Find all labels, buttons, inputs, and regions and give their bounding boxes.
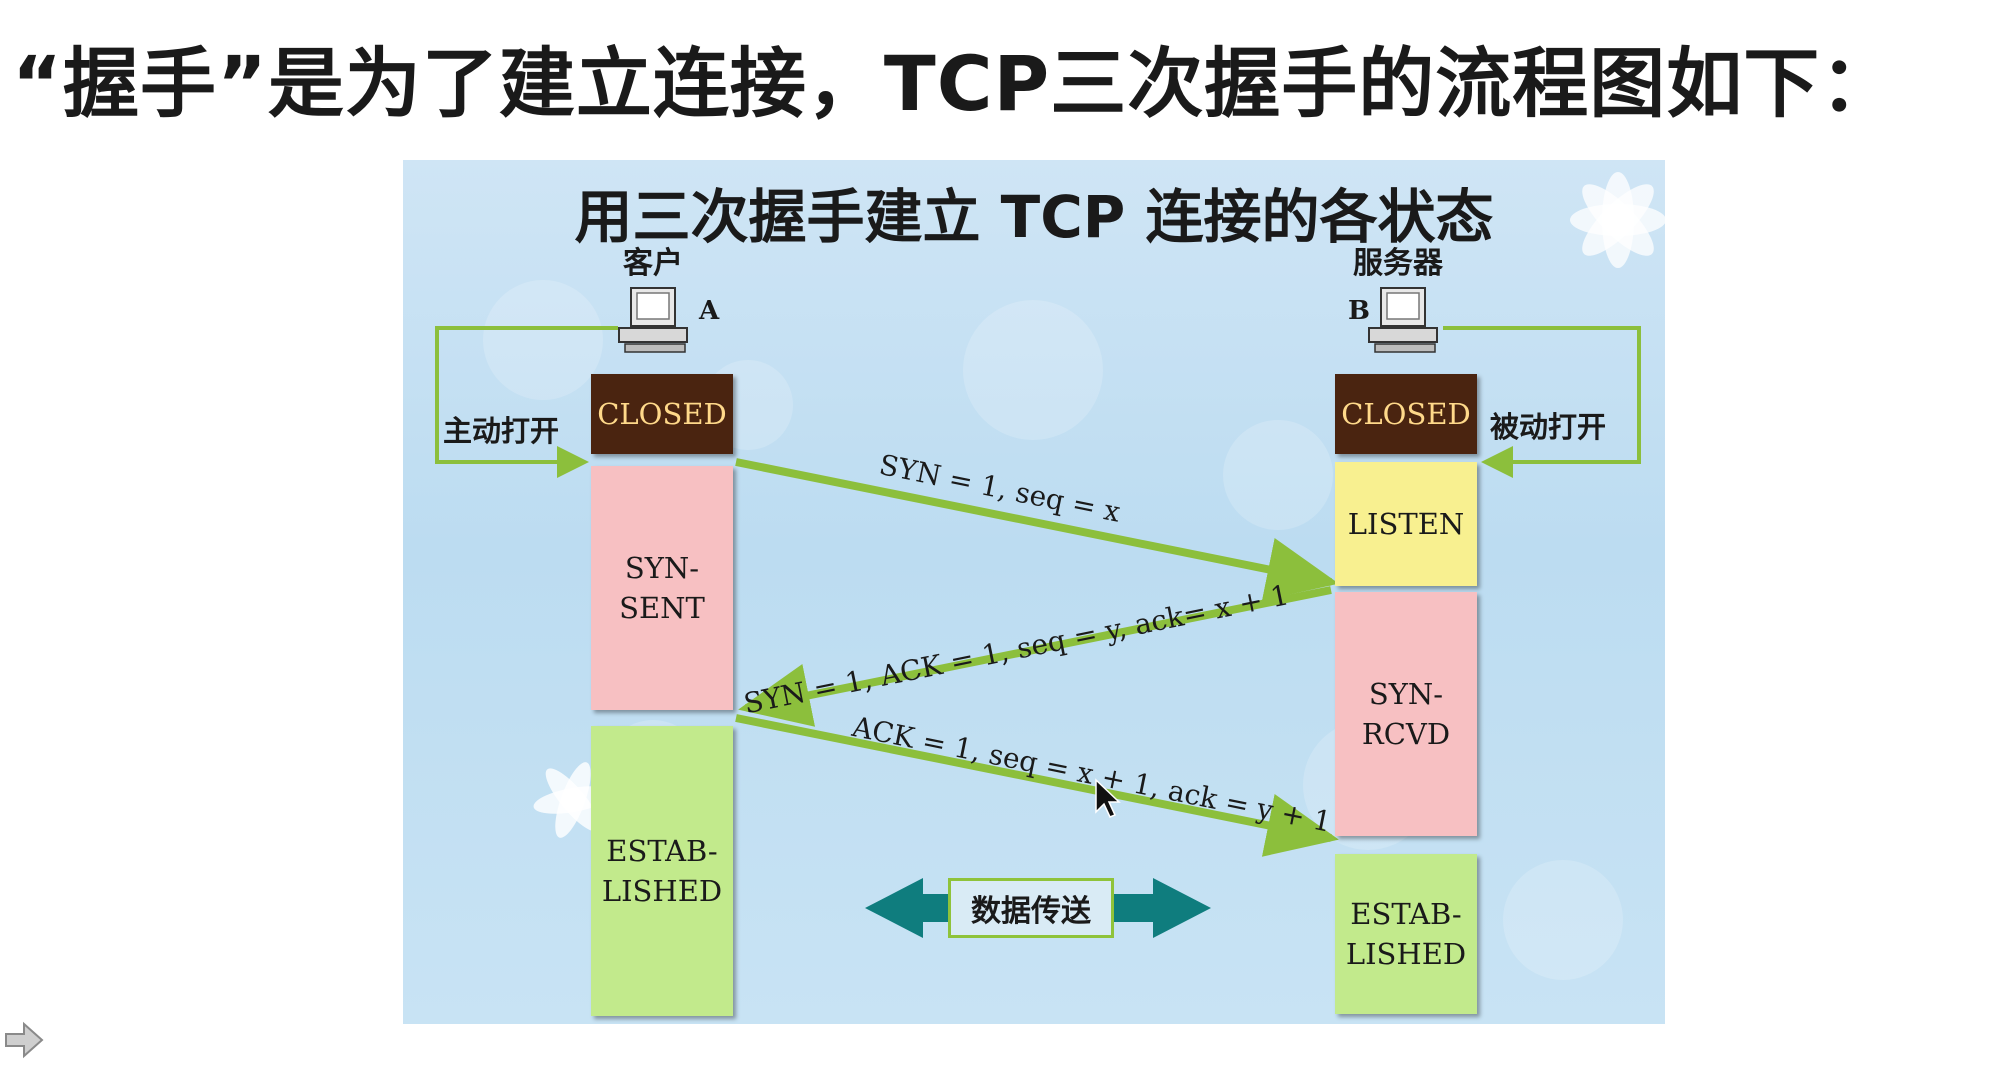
ack-arrow [735,714,1339,857]
client-state-closed: CLOSED [591,374,733,454]
client-letter: A [699,296,720,326]
background-bubble [483,280,603,400]
background-bubble [1223,420,1333,530]
diagram-title: 用三次握手建立 TCP 连接的各状态 [574,183,1494,251]
nav-arrow-icon[interactable] [2,1020,46,1067]
data-transfer-label: 数据传送 [948,878,1114,938]
server-state-listen: LISTEN [1335,462,1477,586]
data-transfer-arrow [865,878,1211,938]
syn-ack-arrow [738,586,1332,727]
passive-open-label: 被动打开 [1490,410,1607,444]
passive-open-connector [1443,326,1641,478]
server-state-closed: CLOSED [1335,374,1477,454]
client-state-syn-sent: SYN- SENT [591,466,733,710]
server-label: 服务器 [1353,246,1443,281]
slide-title: “握手”是为了建立连接，TCP三次握手的流程图如下： [12,39,1898,128]
server-letter: B [1348,296,1370,326]
background-bubble [963,300,1103,440]
active-open-label: 主动打开 [443,414,560,448]
active-open-connector [435,326,618,478]
flower-decoration [1570,172,1665,268]
client-label: 客户 [623,246,683,281]
computer-icon [1368,287,1438,353]
tcp-handshake-diagram: 用三次握手建立 TCP 连接的各状态 客户 A 服务器 B 主动打开 被动打开 … [403,160,1665,1024]
cursor-icon [1095,778,1121,818]
computer-icon [618,287,688,353]
server-state-syn-rcvd: SYN- RCVD [1335,592,1477,836]
server-state-established: ESTAB- LISHED [1335,854,1477,1014]
syn-arrow [735,458,1339,601]
diagram-drawing [435,172,1665,938]
background-bubble [1503,860,1623,980]
client-state-established: ESTAB- LISHED [591,726,733,1016]
